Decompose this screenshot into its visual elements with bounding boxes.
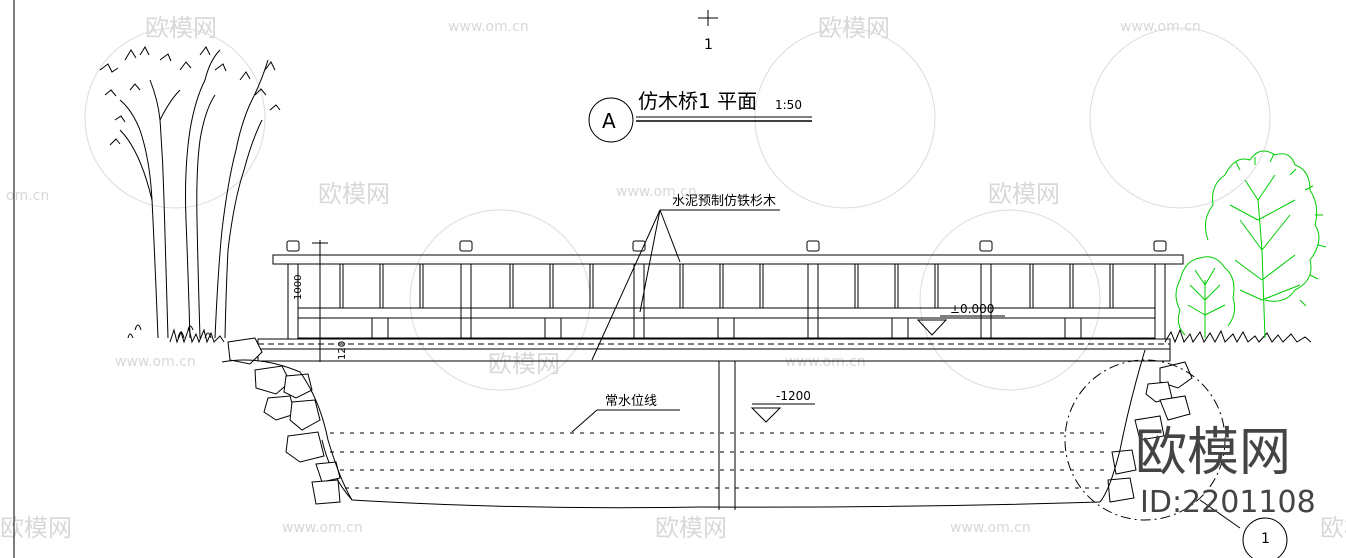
right-bank-stones [1099, 349, 1193, 503]
material-label: 水泥预制仿铁杉木 [672, 194, 776, 209]
watermark-site: www.om.cn [282, 520, 363, 536]
center-pier [718, 361, 736, 510]
dim-deck-thickness: 120 [337, 341, 348, 360]
drawing-title: 仿木桥1 平面 [638, 89, 757, 113]
elevation-marker-deck [916, 315, 1005, 336]
watermark-brand: 欧模网 [0, 514, 72, 542]
ground-hatch [169, 326, 1312, 344]
watermark-brand: 欧模网 [145, 14, 217, 42]
section-mark-bottom-number: 1 [1261, 531, 1270, 547]
water-line-leader [571, 409, 680, 433]
section-mark-top-number: 1 [704, 37, 713, 53]
watermark-brand: 欧模网 [818, 14, 890, 42]
watermark-site: www.om.cn [448, 19, 529, 35]
watermark-site: www.om.cn [115, 354, 196, 370]
watermark-logo-icon [84, 27, 1271, 391]
left-bank-stones [221, 337, 353, 505]
watermark-brand: 欧模网 [988, 180, 1060, 208]
watermark-brand: 欧模网 [655, 514, 727, 542]
elevation-deck-label: ±0.000 [950, 302, 994, 316]
elevation-water-label: -1200 [776, 389, 811, 403]
shrub-icon [1175, 150, 1327, 339]
dimension-lines [312, 240, 328, 362]
watermark-site: om.cn [6, 188, 49, 204]
watermark-brand-large: 欧模网 [1135, 423, 1291, 483]
bridge-deck [257, 338, 1171, 362]
detail-marker-letter: A [602, 109, 616, 133]
watermark-id: ID:2201108 [1140, 485, 1316, 520]
watermark-site: www.om.cn [785, 354, 866, 370]
watermark-site: www.om.cn [616, 184, 697, 200]
water-line-label: 常水位线 [605, 394, 657, 409]
detail-callout-circle [1064, 359, 1226, 521]
section-mark-bottom-circle [1242, 517, 1288, 558]
watermark-brand: 欧模网 [318, 180, 390, 208]
detail-marker-circle [588, 97, 634, 143]
watermark-brand: 欧模网 [488, 350, 560, 378]
dim-railing-height: 1000 [293, 275, 304, 300]
watermark-brand: 欧模网 [1320, 514, 1346, 542]
watermark-site: www.om.cn [1120, 19, 1201, 35]
detail-callout-leader [1199, 499, 1241, 529]
water-body [330, 432, 1110, 489]
elevation-marker-water [750, 403, 815, 423]
bridge-railing [272, 240, 1184, 340]
material-leader-lines [591, 209, 780, 361]
drawing-scale: 1:50 [775, 98, 802, 112]
watermark-layer: 欧模网 www.om.cn 欧模网 www.om.cn om.cn 欧模网 ww… [0, 14, 1346, 542]
riverbed [321, 439, 1101, 509]
section-mark-top [698, 10, 718, 26]
tree-icon [99, 45, 281, 339]
watermark-site: www.om.cn [950, 520, 1031, 536]
